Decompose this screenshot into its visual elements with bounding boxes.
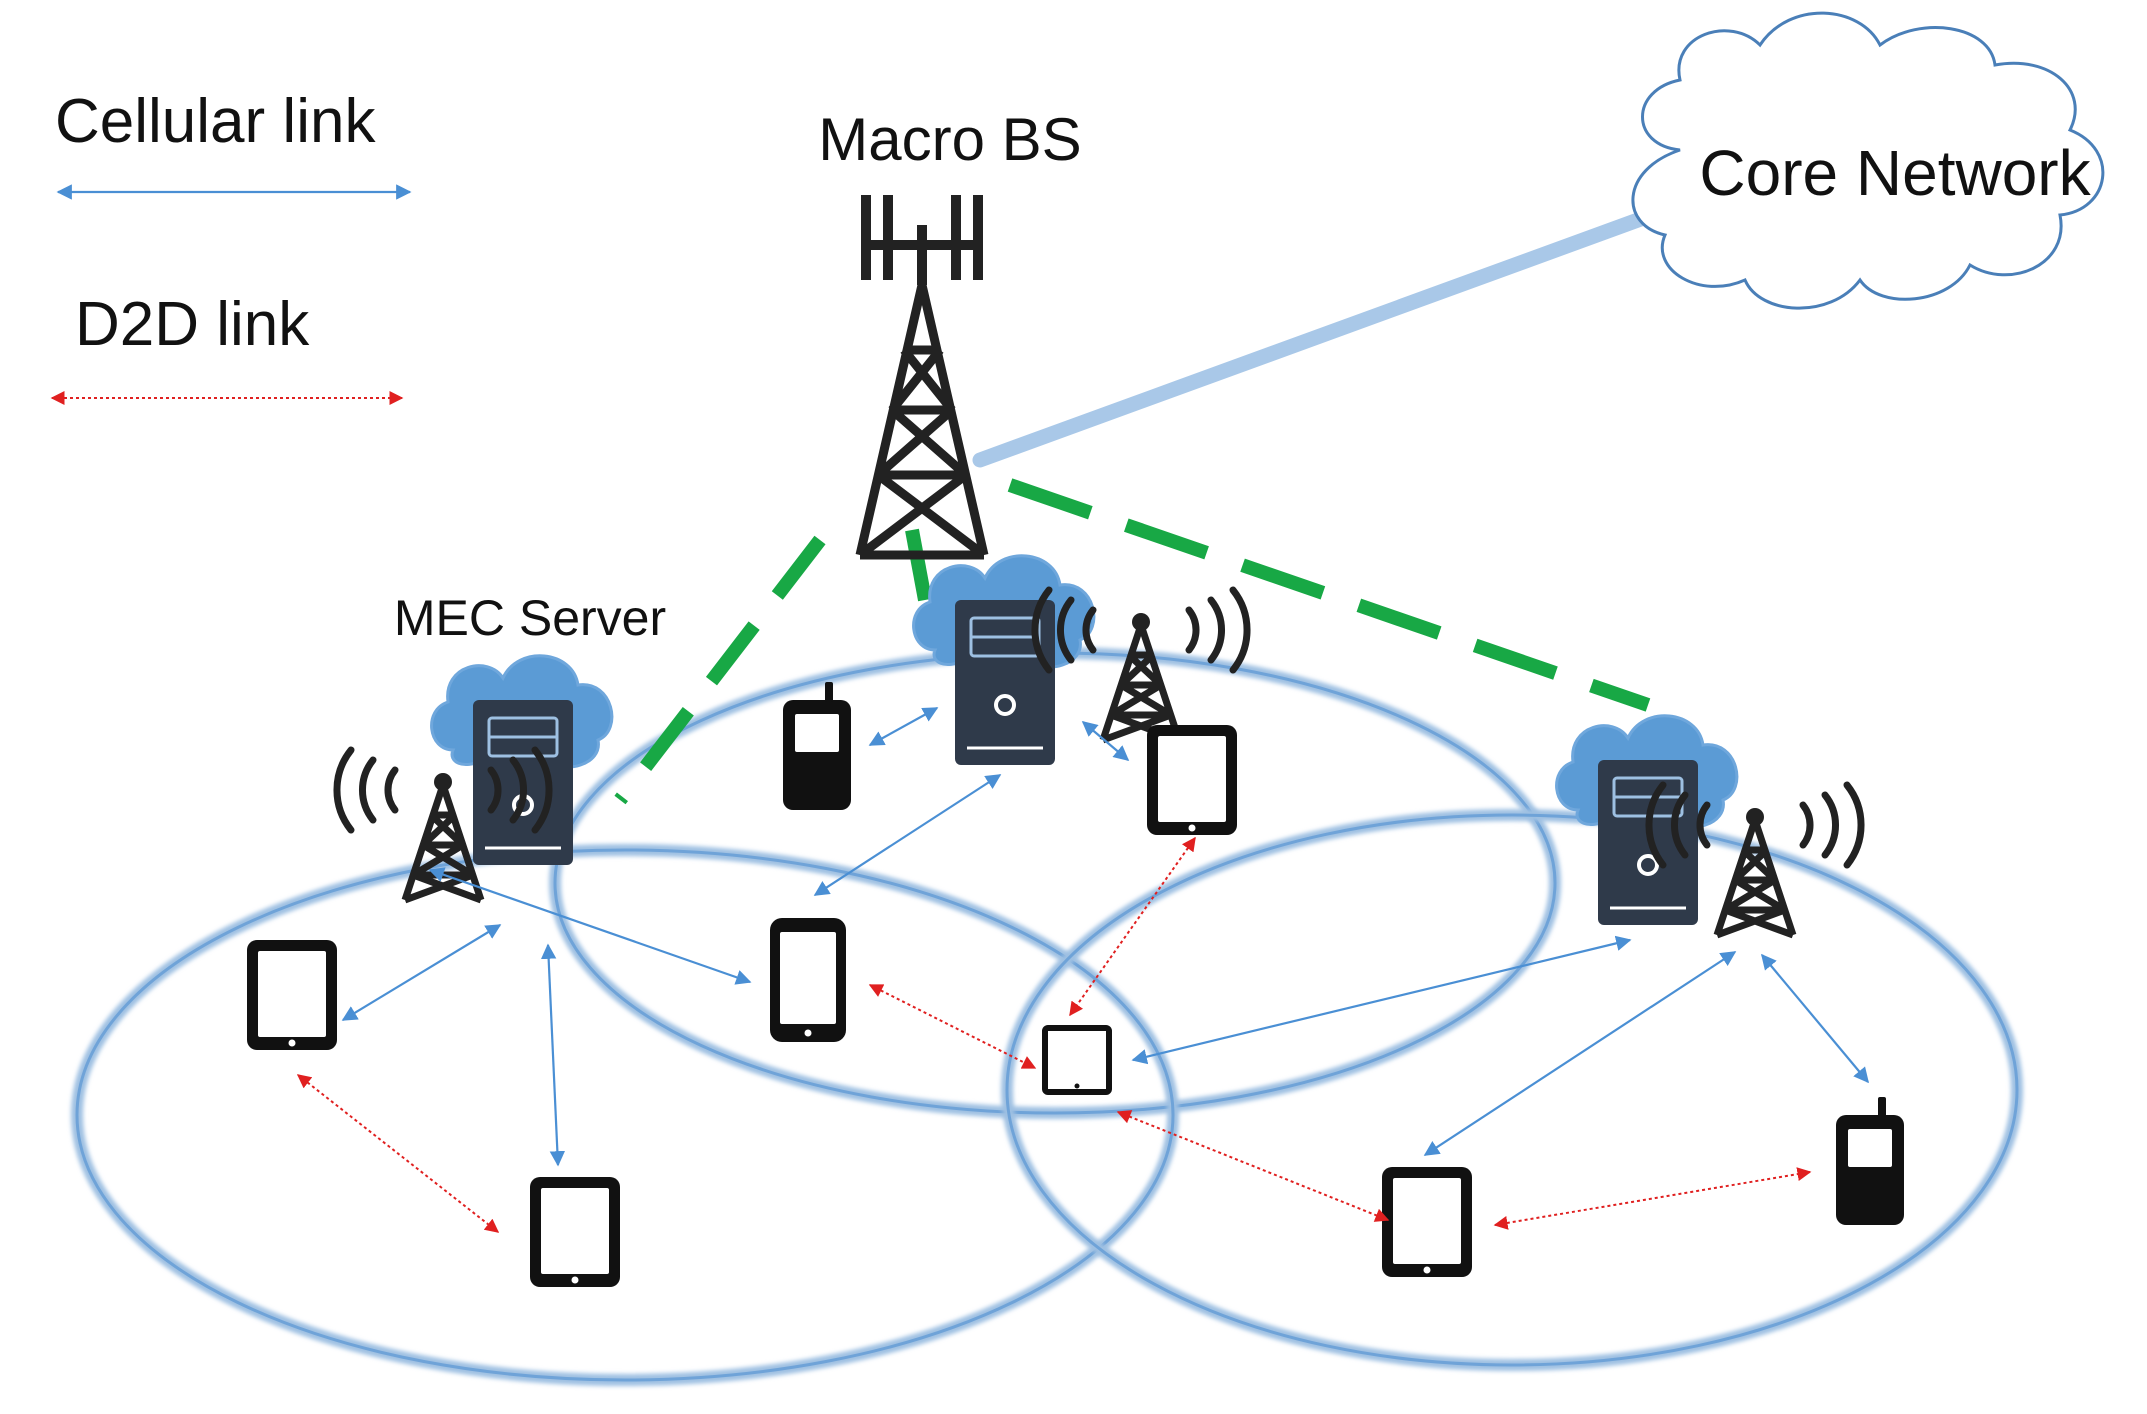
server-icon-center <box>911 553 1096 767</box>
d2d-link <box>1116 1110 1390 1222</box>
cellular-links <box>341 707 1869 1167</box>
d2d-link <box>1493 1167 1812 1230</box>
legend: Cellular link D2D link <box>50 87 412 405</box>
core-network-label: Core Network <box>1699 137 2091 209</box>
cellular-link <box>1131 935 1632 1065</box>
cellular-link <box>813 774 1002 896</box>
mec-server-label: MEC Server <box>394 590 666 646</box>
cellular-link <box>341 924 502 1021</box>
smartphone-icon-center <box>770 918 846 1042</box>
fronthaul-link-right <box>1007 478 1651 712</box>
cellular-link <box>1081 721 1130 761</box>
backhaul-link <box>972 204 1668 468</box>
fronthaul-link-left <box>614 535 826 805</box>
cellular-link <box>1423 951 1737 1156</box>
feature-phone-icon-right <box>1836 1097 1904 1225</box>
cellular-link <box>1761 953 1869 1084</box>
tablet-icon-middle <box>1039 1022 1115 1098</box>
macro-bs-label: Macro BS <box>818 106 1081 173</box>
d2d-link <box>296 1074 500 1233</box>
d2d-link <box>1069 836 1196 1017</box>
cellular-link <box>428 867 752 985</box>
d2d-link <box>868 984 1037 1069</box>
fronthaul-link-center <box>905 528 932 602</box>
legend-d2d-label: D2D link <box>75 290 310 359</box>
tablet-icon-bottom-left <box>530 1177 620 1287</box>
d2d-links <box>296 836 1812 1233</box>
tablet-icon-center-right <box>1147 725 1237 835</box>
tablet-icon-bottom-right <box>1382 1167 1472 1277</box>
cellular-link <box>540 943 566 1167</box>
cellular-link <box>868 707 939 746</box>
feature-phone-icon-center <box>783 682 851 810</box>
tablet-icon-left <box>247 940 337 1050</box>
legend-cellular-label: Cellular link <box>55 87 376 156</box>
fronthaul-links <box>614 478 1651 805</box>
coverage-ring-right <box>1001 809 2023 1371</box>
macro-bs-tower-icon <box>855 195 989 560</box>
core-network-cloud-icon <box>1631 11 2105 310</box>
